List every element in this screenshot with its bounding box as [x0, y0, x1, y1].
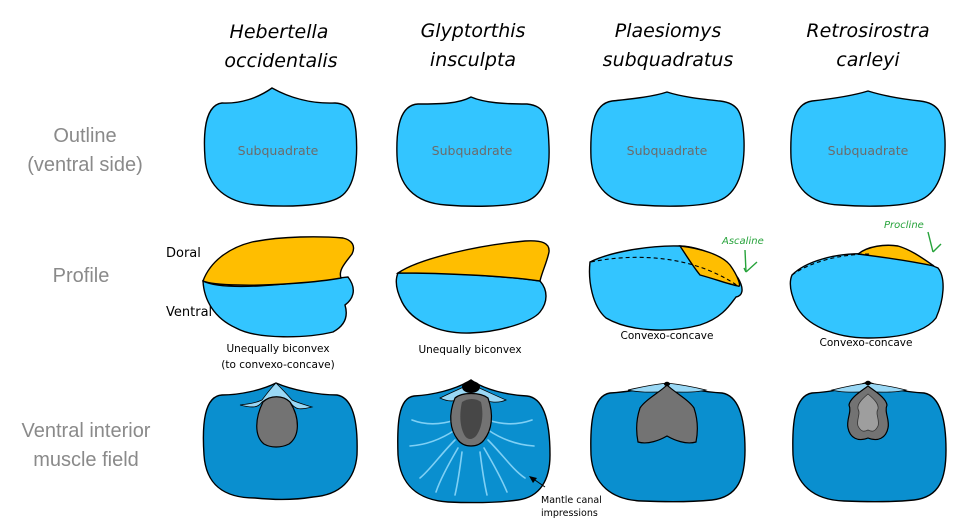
profile-caption-3: Convexo-concave — [820, 337, 913, 349]
procline-label: Procline — [884, 220, 924, 231]
mantle-canals — [409, 419, 535, 496]
procline-marker — [927, 231, 942, 253]
outline-shell-0 — [203, 87, 358, 207]
outline-label-2: Subquadrate — [627, 143, 708, 158]
ascaline-label: Ascaline — [721, 236, 764, 247]
profile-caption-0: Unequally biconvex — [226, 343, 329, 355]
outline-shell-1 — [396, 96, 550, 207]
species-0-epithet: occidentalis — [224, 50, 337, 72]
profile-caption-1: Unequally biconvex — [418, 344, 521, 356]
interior-shell-0 — [202, 382, 358, 501]
mantle-note-line1: Mantle canal — [541, 495, 602, 506]
row-label-outline-sub: (ventral side) — [27, 154, 143, 176]
profile-caption-0-sub: (to convexo-concave) — [221, 359, 334, 371]
row-label-outline: Outline — [53, 125, 116, 147]
outline-shell-2 — [590, 91, 745, 207]
interior-shell-2 — [590, 381, 746, 503]
outline-shell-3 — [790, 90, 946, 207]
interior-shell-3 — [792, 380, 947, 503]
species-3-epithet: carleyi — [836, 49, 900, 71]
profile-shell-1 — [395, 240, 550, 334]
ascaline-marker — [743, 249, 758, 273]
species-0-genus: Hebertella — [230, 21, 329, 43]
ventral-label: Ventral — [166, 305, 212, 320]
row-label-interior: Ventral interior — [22, 420, 151, 442]
species-1-genus: Glyptorthis — [421, 20, 526, 42]
profile-shell-2 — [588, 245, 743, 331]
mantle-note-arrow — [529, 476, 546, 488]
interior-shell-1 — [397, 379, 551, 504]
profile-shell-3 — [789, 244, 944, 339]
species-2-epithet: subquadratus — [603, 49, 734, 71]
mantle-note-line2: impressions — [541, 508, 598, 519]
outline-label-3: Subquadrate — [828, 143, 909, 158]
profile-caption-2: Convexo-concave — [621, 330, 714, 342]
row-label-interior-sub: muscle field — [33, 449, 139, 471]
row-label-profile: Profile — [53, 265, 110, 287]
species-2-genus: Plaesiomys — [615, 20, 722, 42]
doral-label: Doral — [166, 246, 201, 261]
species-3-genus: Retrosirostra — [806, 20, 929, 42]
profile-shell-0 — [202, 236, 355, 338]
species-1-epithet: insculpta — [430, 49, 516, 71]
outline-label-0: Subquadrate — [238, 143, 319, 158]
outline-label-1: Subquadrate — [432, 143, 513, 158]
